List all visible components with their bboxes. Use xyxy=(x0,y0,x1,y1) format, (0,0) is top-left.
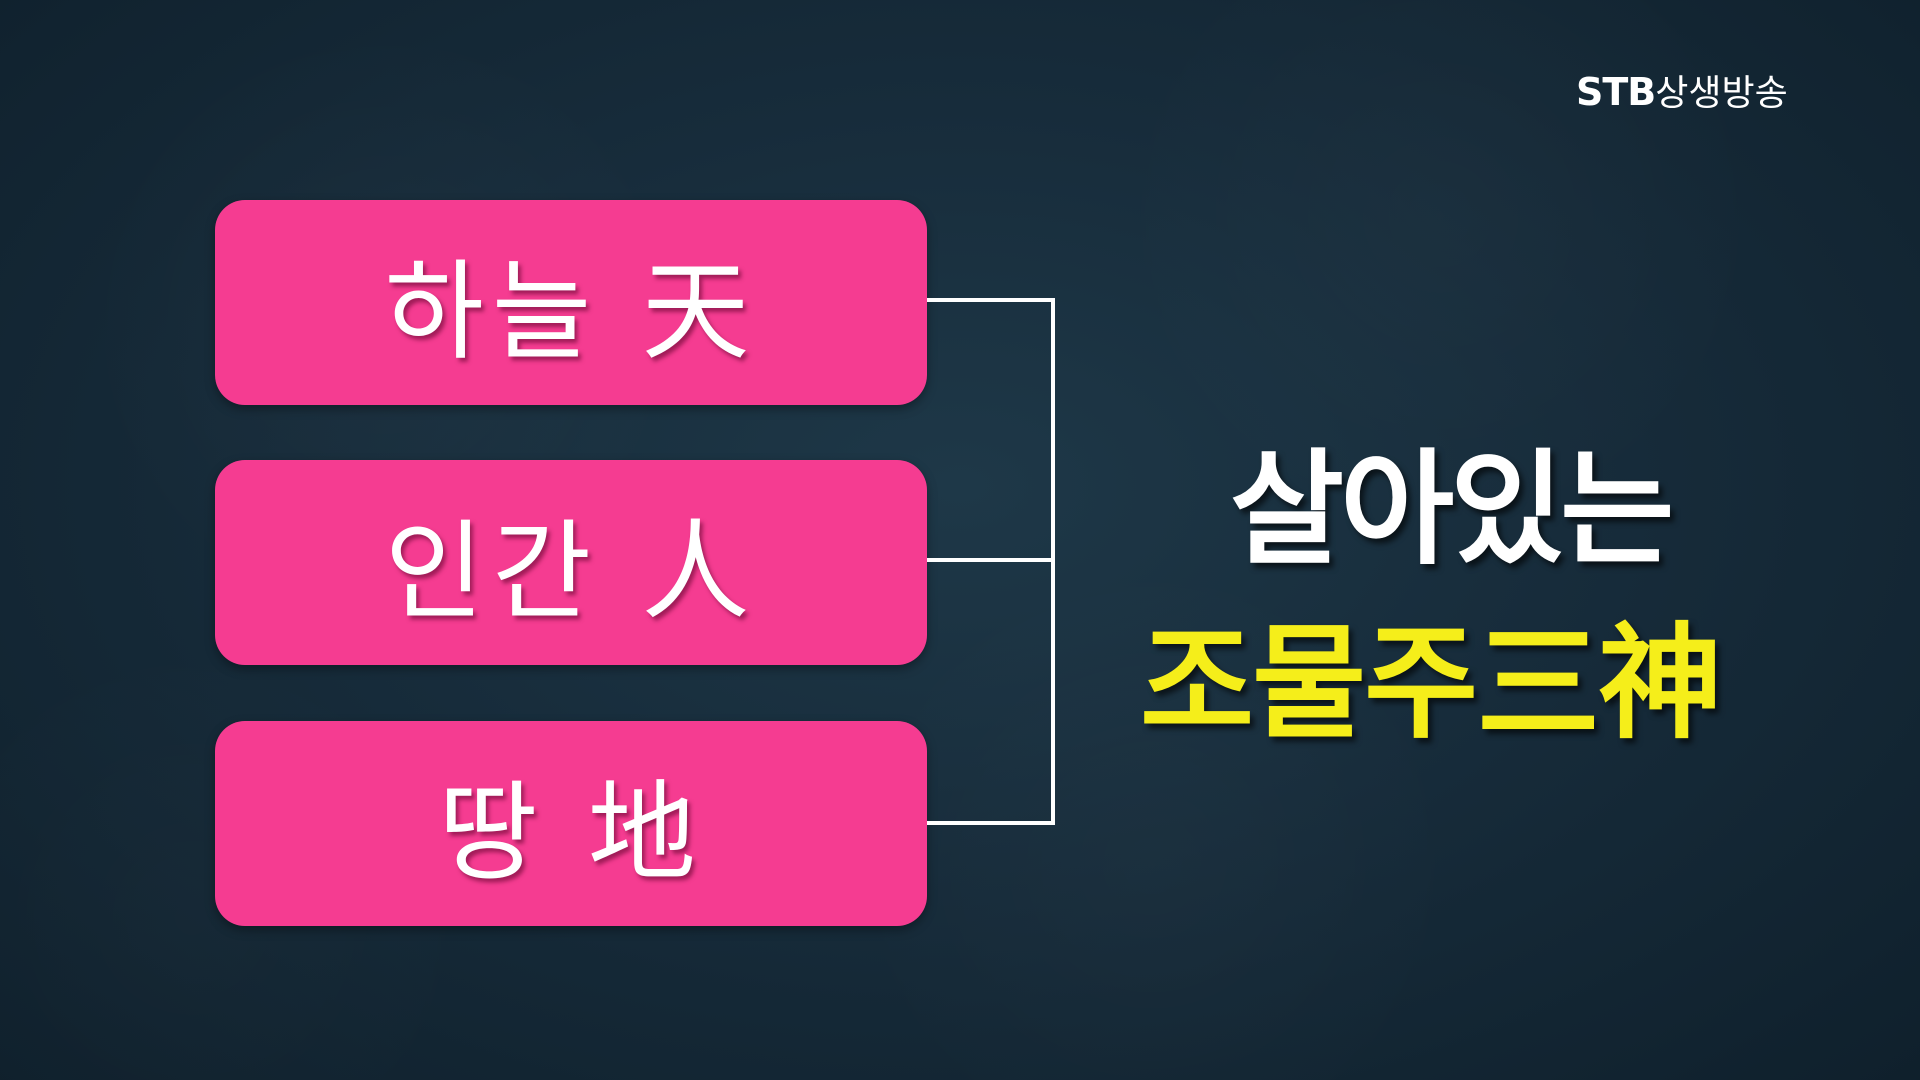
box-heaven: 하늘 天 xyxy=(215,200,927,405)
box-earth: 땅 地 xyxy=(215,721,927,926)
logo-brand: STB xyxy=(1576,70,1656,114)
channel-logo: STB상생방송 xyxy=(1576,64,1788,116)
headline-text: 살아있는 xyxy=(1230,438,1674,582)
box-human: 인간 人 xyxy=(215,460,927,665)
box-heaven-label: 하늘 天 xyxy=(384,249,758,375)
box-earth-label: 땅 地 xyxy=(438,770,704,896)
logo-name: 상생방송 xyxy=(1655,73,1788,114)
box-human-label: 인간 人 xyxy=(384,509,758,635)
subhead-text: 조물주三神 xyxy=(1140,612,1722,756)
